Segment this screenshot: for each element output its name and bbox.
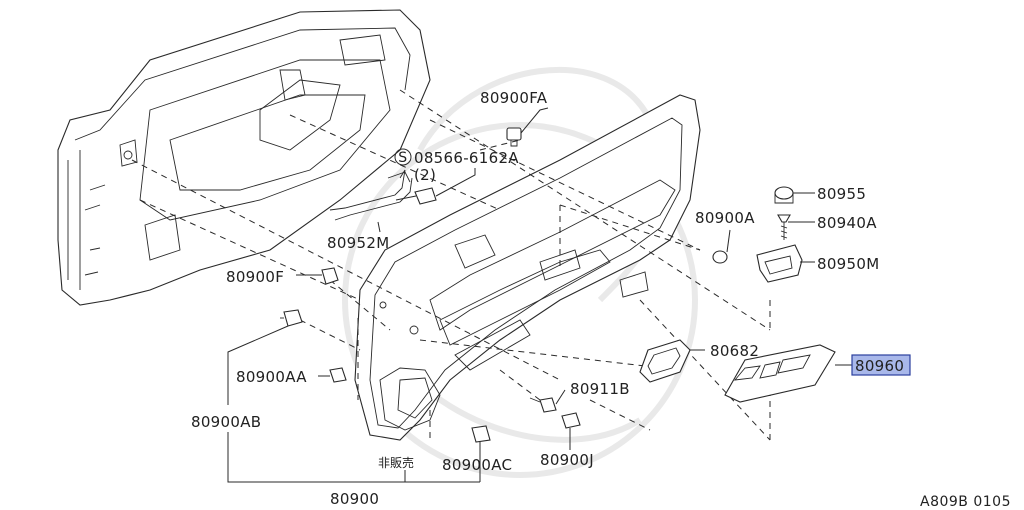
label-08566-qty: (2) (414, 166, 436, 184)
label-leader-lines (227, 107, 852, 483)
part-80952M-bracket (329, 169, 413, 221)
label-80960[interactable]: 80960 (855, 357, 904, 375)
label-80950M[interactable]: 80950M (817, 255, 879, 273)
part-80955-cap (774, 186, 794, 204)
part-80900FA-clip (506, 127, 522, 147)
label-80900J[interactable]: 80900J (540, 451, 594, 469)
dashed-reference-lines (131, 89, 771, 441)
part-80911B-screw (529, 397, 557, 413)
label-80900AB[interactable]: 80900AB (191, 413, 261, 431)
label-80940A[interactable]: 80940A (817, 214, 877, 232)
part-80900F-clip (321, 267, 339, 285)
part-80682-escutcheon (639, 339, 691, 383)
part-80900J-clip (561, 412, 581, 429)
label-80900AA[interactable]: 80900AA (236, 368, 307, 386)
part-80940A-screw (777, 214, 791, 240)
label-80952M[interactable]: 80952M (327, 234, 389, 252)
door-shell (57, 9, 431, 306)
label-80955[interactable]: 80955 (817, 185, 866, 203)
label-80682[interactable]: 80682 (710, 342, 759, 360)
label-80900AC[interactable]: 80900AC (442, 456, 512, 474)
diagram-reference-code: A809B 0105 (920, 494, 1011, 510)
label-80900A[interactable]: 80900A (695, 209, 755, 227)
label-08566-6162A[interactable]: 08566-6162A (414, 149, 519, 167)
screw-prefix-letter: S (398, 150, 407, 166)
part-80960-power-window-switch (724, 344, 836, 403)
selected-part-highlight (851, 354, 911, 376)
label-not-for-sale: 非販売 (378, 455, 414, 470)
label-80900FA[interactable]: 80900FA (480, 89, 548, 107)
label-80900F[interactable]: 80900F (226, 268, 284, 286)
door-trim-panel (354, 94, 701, 441)
label-80900[interactable]: 80900 (330, 490, 379, 508)
part-80900AC-clip (471, 425, 491, 443)
label-80911B[interactable]: 80911B (570, 380, 630, 398)
part-80900AA-clip (329, 367, 347, 383)
part-80900AB-clip (280, 309, 303, 327)
part-08566-screw (395, 187, 437, 205)
part-80900A-clip (712, 250, 728, 264)
part-80950M-switch-finisher (756, 244, 803, 283)
screw-prefix-circle (394, 148, 412, 166)
